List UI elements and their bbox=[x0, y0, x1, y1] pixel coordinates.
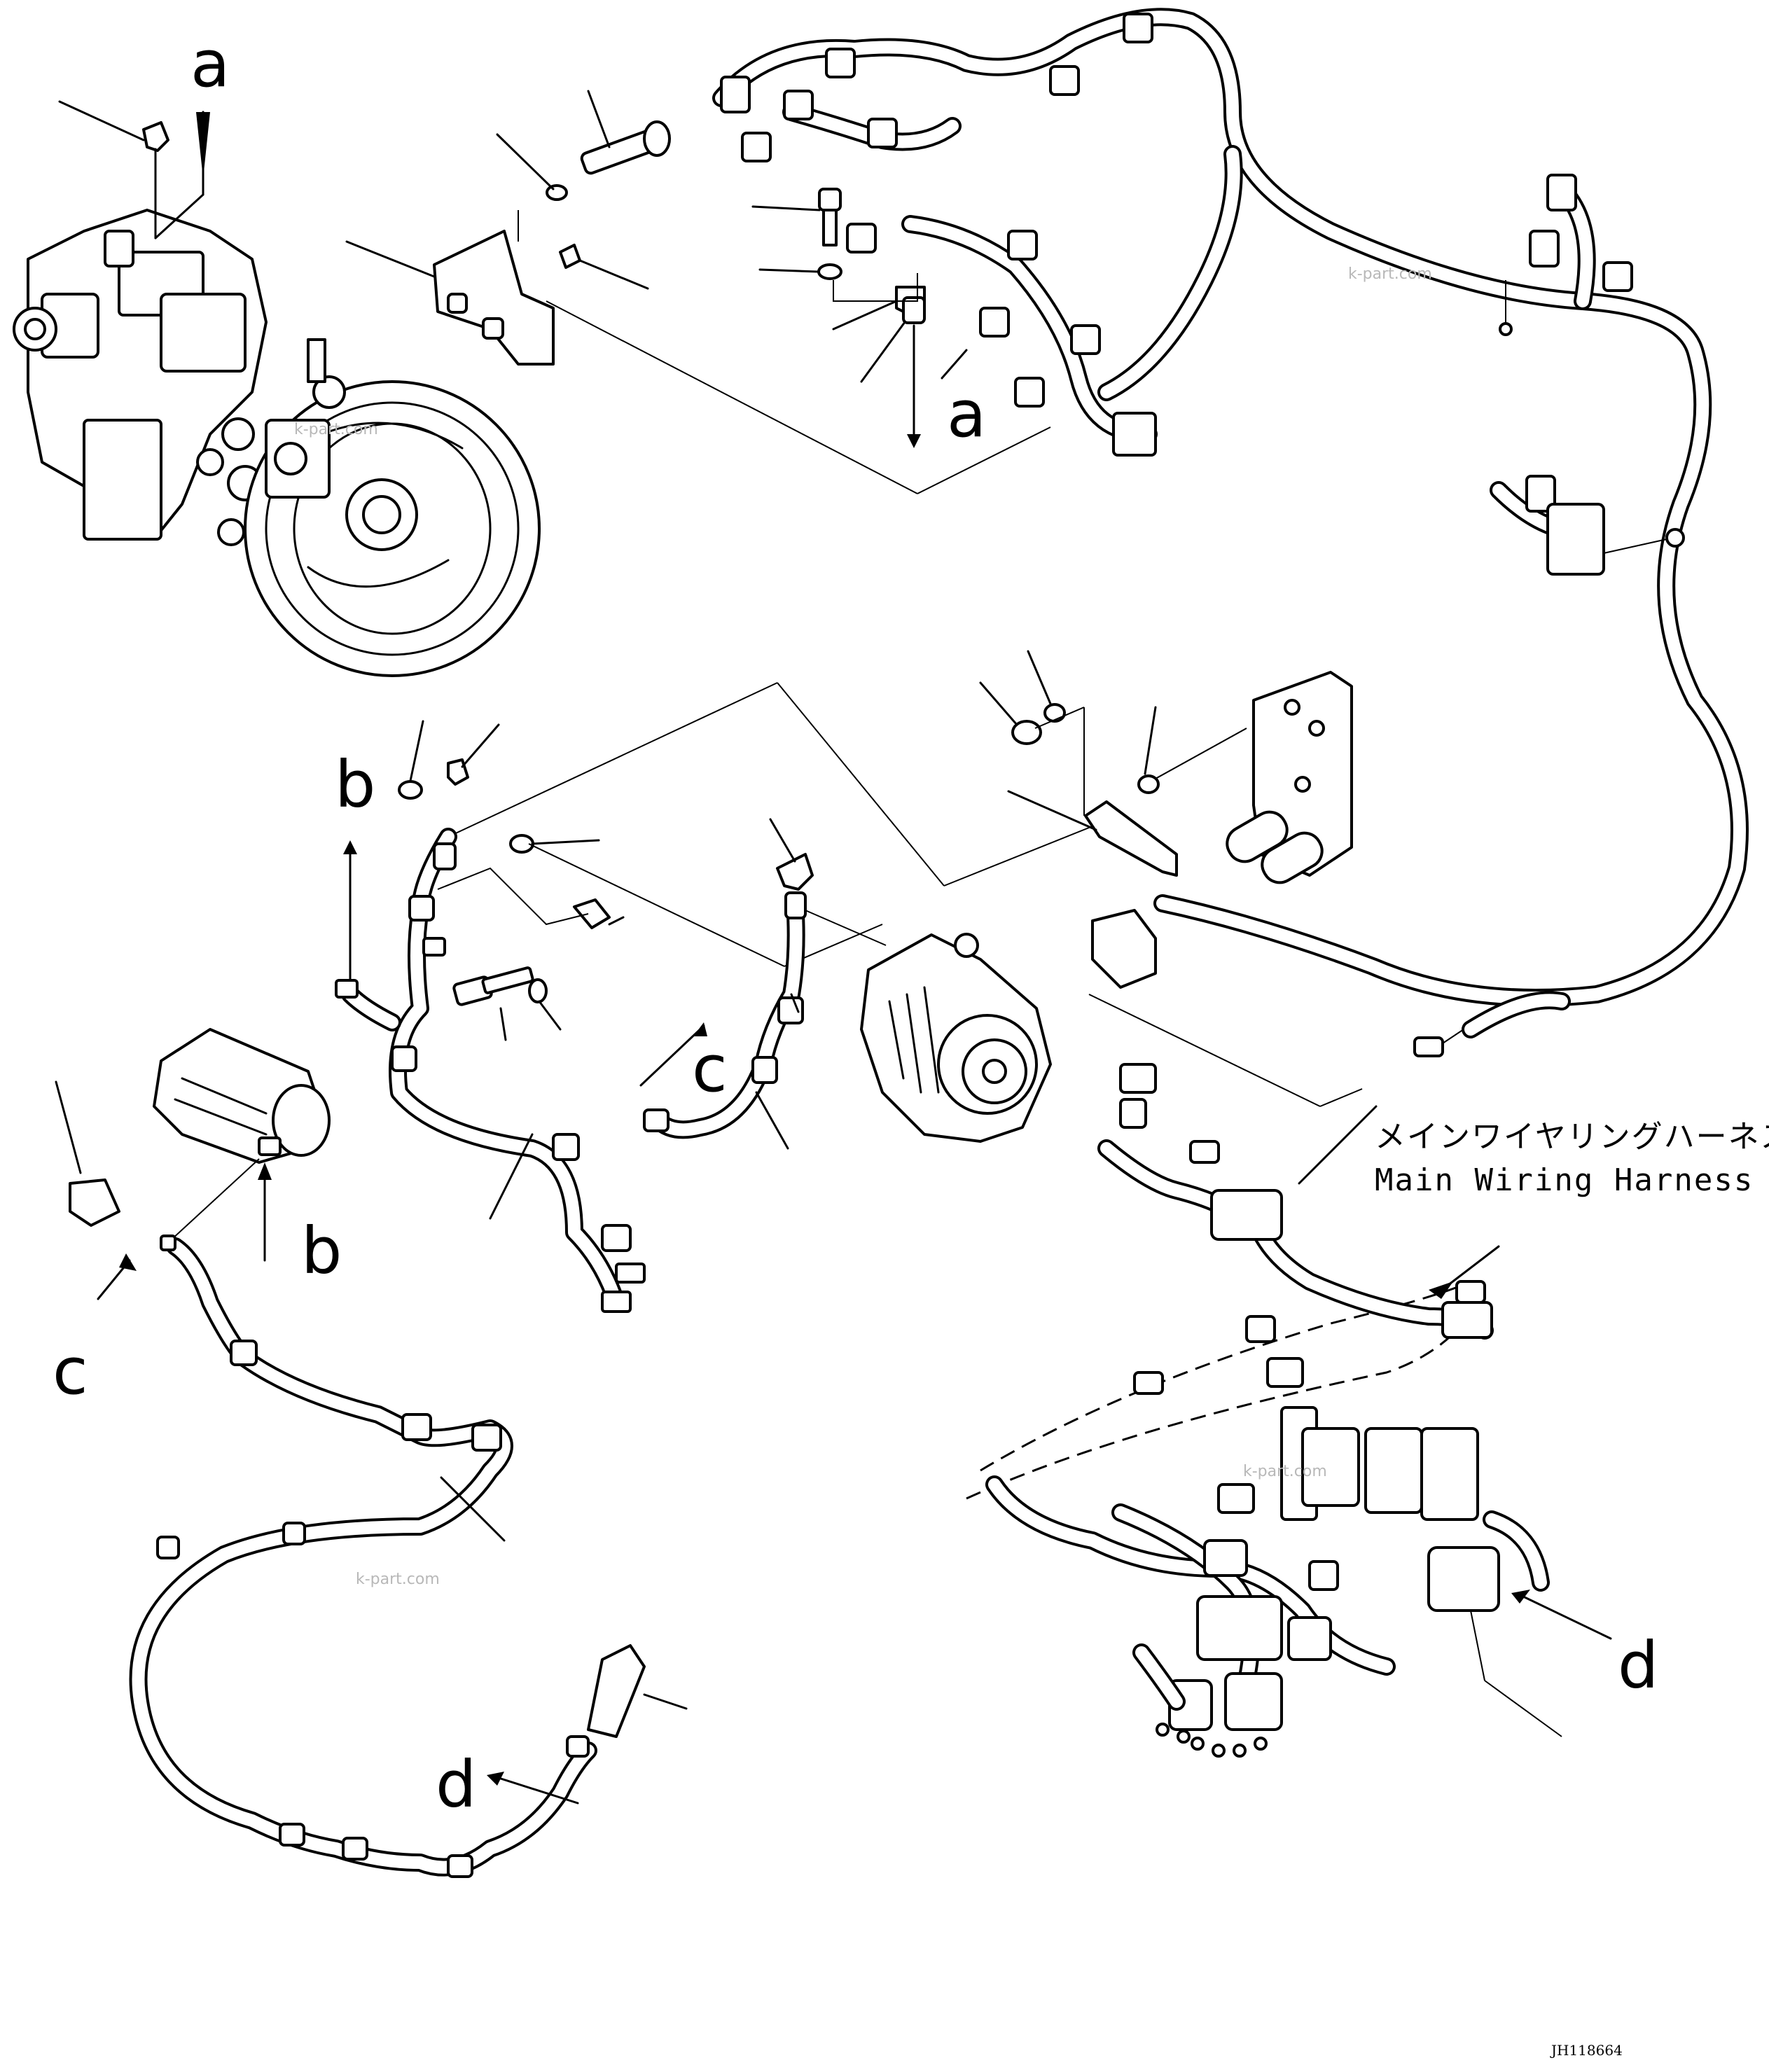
cap-icon bbox=[142, 121, 169, 152]
nut-icon bbox=[1011, 720, 1042, 745]
wiring-harness-d-icon bbox=[129, 1235, 597, 1878]
drawing-code: JH118664 bbox=[1550, 2042, 1623, 2059]
alternator-icon bbox=[860, 933, 1052, 1143]
washer-icon bbox=[528, 978, 548, 1003]
relay-block-icon bbox=[1226, 671, 1353, 884]
label-a-right: a bbox=[947, 377, 986, 452]
hydraulic-pump-icon bbox=[13, 209, 541, 677]
cap-icon bbox=[587, 1644, 646, 1738]
label-d-right: d bbox=[1618, 1628, 1658, 1703]
label-a-top: a bbox=[190, 27, 230, 102]
label-b-starter: b bbox=[301, 1214, 342, 1288]
washer-icon bbox=[546, 184, 568, 201]
bracket-icon bbox=[1084, 800, 1178, 877]
wiring-harness-c-icon bbox=[643, 891, 807, 1139]
clip-icon bbox=[573, 898, 611, 929]
bolt-icon bbox=[452, 966, 534, 1006]
watermark: k-part.com bbox=[1348, 265, 1432, 283]
watermark: k-part.com bbox=[294, 421, 378, 438]
wiring-harness-b-icon bbox=[335, 828, 646, 1313]
bolt-icon bbox=[818, 188, 842, 246]
clip-icon bbox=[559, 244, 581, 269]
watermark: k-part.com bbox=[356, 1571, 440, 1588]
watermark: k-part.com bbox=[1243, 1463, 1327, 1480]
controller-connector-icon bbox=[1091, 909, 1157, 989]
washer-icon bbox=[1137, 774, 1160, 794]
label-c-alternator: c bbox=[692, 1031, 728, 1106]
label-b-left: b bbox=[335, 747, 375, 822]
washer-icon bbox=[817, 263, 842, 280]
label-d-bottom: d bbox=[436, 1747, 476, 1822]
harness-name-japanese: メインワイヤリングハーネス bbox=[1375, 1119, 1769, 1155]
wiring-harness-main-icon bbox=[966, 1063, 1562, 1758]
starter-motor-icon bbox=[153, 1028, 331, 1164]
label-c-starter: c bbox=[53, 1334, 88, 1409]
bolt-icon bbox=[580, 120, 671, 175]
cap-icon bbox=[776, 853, 814, 891]
harness-name-english: Main Wiring Harness bbox=[1375, 1162, 1754, 1198]
nut-icon bbox=[902, 296, 926, 324]
washer-icon bbox=[1043, 703, 1066, 723]
bracket-icon bbox=[433, 230, 555, 366]
cap-icon bbox=[69, 1178, 120, 1227]
washer-icon bbox=[398, 780, 423, 800]
wiring-harness-top-icon bbox=[712, 8, 1749, 1057]
